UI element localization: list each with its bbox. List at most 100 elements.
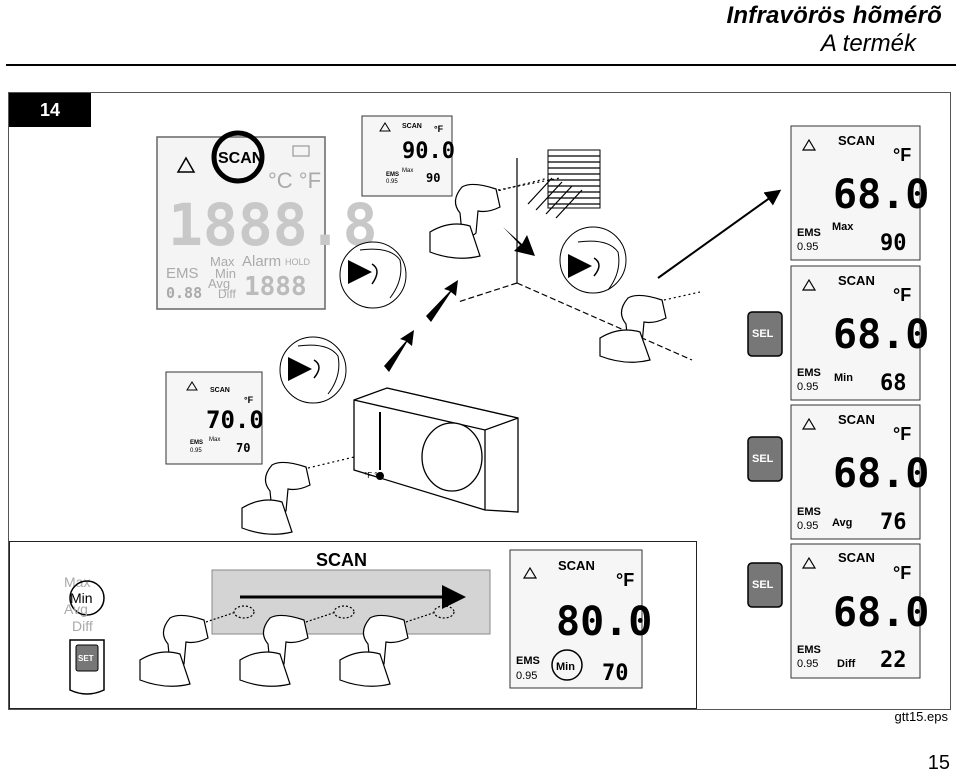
svg-text:68.0: 68.0 <box>833 590 929 636</box>
svg-text:90: 90 <box>880 231 907 256</box>
svg-text:0.95: 0.95 <box>797 658 818 670</box>
svg-text:Max: Max <box>832 221 854 233</box>
svg-text:0.95: 0.95 <box>797 381 818 393</box>
svg-text:°F: °F <box>893 285 911 305</box>
scan-highlight-circle <box>211 130 265 184</box>
svg-text:SCAN: SCAN <box>838 550 875 565</box>
wall-display: SCAN °F 90.0 EMS 0.95 Max 90 <box>361 115 455 197</box>
side-display-3: SCAN °F 68.0 EMS 0.95 Avg 76 <box>790 404 929 540</box>
svg-text:Avg: Avg <box>832 517 852 529</box>
flow-arrow-icon <box>384 330 414 372</box>
svg-text:0.95: 0.95 <box>190 448 202 454</box>
sel-button-group: SEL SEL SEL <box>747 311 783 608</box>
svg-text:EMS: EMS <box>797 227 821 239</box>
full-min-label: Min <box>215 266 236 281</box>
svg-text:°F: °F <box>434 124 444 134</box>
full-ems-label: EMS <box>166 265 199 282</box>
wall-thermostat: °F °C <box>353 387 519 513</box>
scan-ir-thermometer-3 <box>339 605 455 687</box>
sel-button-2[interactable]: SEL <box>747 436 783 482</box>
svg-text:0.95: 0.95 <box>386 179 398 185</box>
scan-section: SCAN Max Min Avg Diff SET <box>64 549 652 695</box>
figure-file-label: gtt15.eps <box>894 709 949 724</box>
svg-text:Diff: Diff <box>837 658 856 670</box>
svg-text:°F: °F <box>244 395 254 405</box>
svg-text:°F: °F <box>893 563 911 583</box>
svg-text:Min: Min <box>556 661 575 673</box>
full-small-digits: 1888 <box>244 272 307 302</box>
trigger-inset-1 <box>339 241 407 309</box>
side-display-2: SCAN °F 68.0 EMS 0.95 Min 68 <box>790 265 929 401</box>
svg-text:EMS: EMS <box>386 172 399 178</box>
svg-text:SCAN: SCAN <box>402 123 422 130</box>
scan-section-display: SCAN °F 80.0 EMS 0.95 Min 70 <box>509 549 652 689</box>
svg-text:SET: SET <box>78 654 94 663</box>
svg-text:SEL: SEL <box>752 579 774 591</box>
svg-text:SEL: SEL <box>752 328 774 340</box>
svg-text:EMS: EMS <box>797 506 821 518</box>
svg-text:SCAN: SCAN <box>838 273 875 288</box>
scan-section-title: SCAN <box>316 550 367 570</box>
svg-text:EMS: EMS <box>190 440 203 446</box>
scan-section-box <box>9 541 697 709</box>
thermostat-display: SCAN °F 70.0 EMS 0.95 Max 70 <box>165 371 264 465</box>
svg-text:SCAN: SCAN <box>838 412 875 427</box>
svg-text:76: 76 <box>880 510 907 535</box>
side-display-1: SCAN °F 68.0 EMS 0.95 Max 90 <box>790 125 929 261</box>
full-max-label: Max <box>210 254 235 269</box>
svg-text:90: 90 <box>426 171 440 185</box>
warning-icon <box>522 566 538 579</box>
full-alarm-label: Alarm <box>242 253 281 270</box>
mode-list-max: Max <box>64 574 90 590</box>
flow-arrows <box>384 227 535 372</box>
set-button[interactable]: SET <box>69 639 105 695</box>
trigger-inset-2 <box>559 226 627 294</box>
svg-text:°F: °F <box>893 145 911 165</box>
svg-text:80.0: 80.0 <box>556 599 652 645</box>
svg-text:SEL: SEL <box>752 453 774 465</box>
page-number: 15 <box>927 752 950 774</box>
mode-list-diff: Diff <box>72 618 93 634</box>
svg-text:EMS: EMS <box>797 644 821 656</box>
full-digits: 1888.8 <box>168 191 378 259</box>
to-side-display-arrow <box>657 189 782 279</box>
svg-text:0.95: 0.95 <box>797 520 818 532</box>
svg-text:68.0: 68.0 <box>833 312 929 358</box>
full-hold-label: HOLD <box>285 257 311 267</box>
full-avg-label: Avg <box>208 276 230 291</box>
min-mode-circle <box>551 649 583 681</box>
full-lcd-display: SCAN °C °F 1888.8 Max Min Avg Diff Alarm… <box>156 130 378 310</box>
page-title: Infravörös hõmérõ <box>726 2 942 29</box>
scan-ir-thermometer-2 <box>239 605 355 687</box>
scan-ir-thermometer-1 <box>139 605 255 687</box>
svg-text:SCAN: SCAN <box>558 558 595 573</box>
ir-thermometer-2 <box>599 291 701 363</box>
full-units: °C °F <box>268 168 321 193</box>
mode-list-min: Min <box>70 590 93 606</box>
svg-text:SCAN: SCAN <box>210 387 230 394</box>
flow-arrow-icon <box>503 227 535 256</box>
svg-text:°F: °F <box>893 424 911 444</box>
warning-icon <box>801 138 817 151</box>
svg-text:68.0: 68.0 <box>833 172 929 218</box>
wall-heater <box>527 149 601 219</box>
svg-text:EMS: EMS <box>516 655 540 667</box>
selected-mode-circle <box>69 580 105 616</box>
svg-text:90.0: 90.0 <box>402 139 455 164</box>
ir-thermometer-1 <box>429 177 561 259</box>
svg-text:0.95: 0.95 <box>797 241 818 253</box>
ir-thermometer-3 <box>241 451 376 535</box>
svg-text:0.95: 0.95 <box>516 670 537 682</box>
sel-button-3[interactable]: SEL <box>747 562 783 608</box>
header-rule <box>6 64 956 66</box>
svg-text:22: 22 <box>880 648 907 673</box>
full-scan-label: SCAN <box>218 150 263 167</box>
page-subtitle: A termék <box>820 30 916 57</box>
sel-button-1[interactable]: SEL <box>747 311 783 357</box>
trigger-inset-3 <box>279 336 347 404</box>
svg-text:70: 70 <box>236 441 250 455</box>
warning-icon <box>801 556 817 569</box>
figure-frame <box>8 92 951 710</box>
side-display-4: SCAN °F 68.0 EMS 0.95 Diff 22 <box>790 543 929 679</box>
